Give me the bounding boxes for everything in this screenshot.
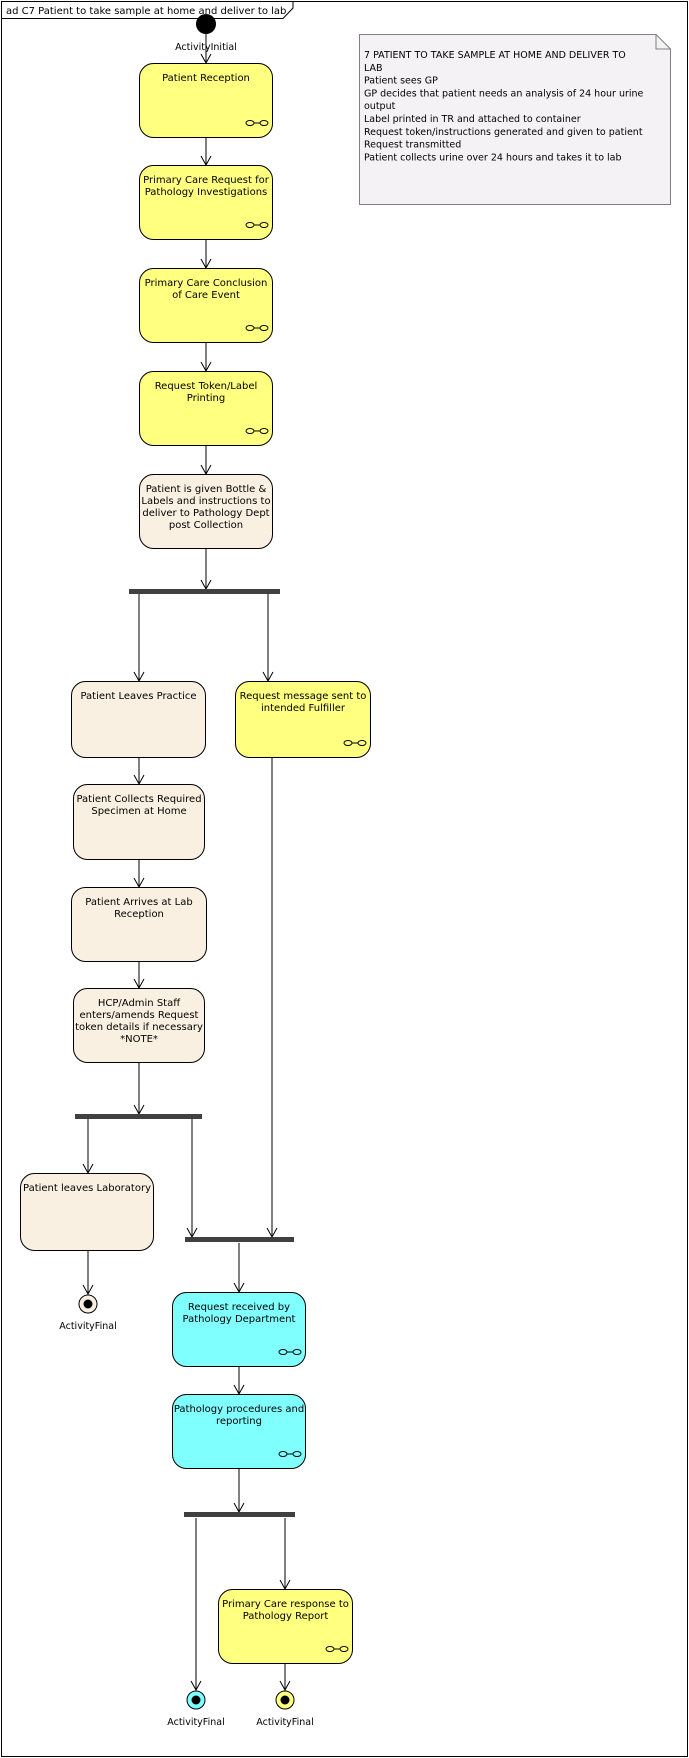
activity-label: Printing (187, 393, 225, 404)
activity-a5[interactable]: Patient is given Bottle &Labels and inst… (139, 474, 273, 549)
activity-label: Reception (114, 909, 164, 920)
note-line: Request token/instructions generated and… (364, 127, 643, 138)
activity-a1[interactable]: Patient Reception (139, 63, 273, 138)
activity-label: intended Fulfiller (261, 703, 346, 714)
final-node-dot (280, 1695, 290, 1705)
activity-label: Primary Care Conclusion (145, 278, 268, 289)
final-node-dot (83, 1299, 93, 1309)
final-node-dot (191, 1695, 201, 1705)
note-line: 7 PATIENT TO TAKE SAMPLE AT HOME AND DEL… (364, 50, 626, 61)
note-line: Patient collects urine over 24 hours and… (364, 152, 622, 163)
note-fold (655, 34, 671, 50)
activity-box (172, 1292, 306, 1367)
activity-label: of Care Event (172, 290, 240, 301)
activity-label: *NOTE* (120, 1034, 158, 1045)
activity-label: Pathology Report (243, 1611, 329, 1622)
activity-label: Patient is given Bottle & (146, 484, 267, 495)
activity-label: Labels and instructions to (141, 496, 270, 507)
subactivity-icon (245, 428, 269, 434)
activity-label: Patient Leaves Practice (80, 691, 196, 702)
fork-bar (129, 589, 280, 594)
activity-label: post Collection (169, 520, 243, 531)
note: 7 PATIENT TO TAKE SAMPLE AT HOME AND DEL… (359, 34, 671, 205)
activity-label: HCP/Admin Staff (98, 998, 181, 1009)
subactivity-icon (325, 1646, 349, 1652)
activity-a11[interactable]: Patient leaves Laboratory (20, 1173, 154, 1251)
activity-box (71, 681, 206, 758)
frame-title-tab (1, 1, 294, 19)
final-node-f3: ActivityFinal (256, 1690, 314, 1728)
subactivity-icon (278, 1349, 302, 1355)
note-line: Label printed in TR and attached to cont… (364, 114, 581, 125)
initial-node (196, 14, 216, 34)
activity-box (71, 887, 207, 962)
note-line: Patient sees GP (364, 76, 438, 87)
subactivity-icon (245, 120, 269, 126)
activity-label: Request received by (188, 1302, 290, 1313)
activity-box (235, 681, 371, 758)
note-shape (359, 34, 671, 205)
frame-title: ad C7 Patient to take sample at home and… (6, 6, 286, 17)
activity-label: Patient leaves Laboratory (23, 1183, 151, 1194)
activity-label: Primary Care response to (222, 1599, 349, 1610)
activity-a6[interactable]: Patient Leaves Practice (71, 681, 206, 758)
subactivity-icon (245, 222, 269, 228)
activity-label: Patient Collects Required (76, 794, 201, 805)
final-node-f1: ActivityFinal (59, 1294, 117, 1332)
activity-box (218, 1589, 353, 1664)
activity-box (139, 474, 273, 549)
activity-box (73, 784, 205, 860)
activity-label: Pathology Department (183, 1314, 296, 1325)
final-node-f2: ActivityFinal (167, 1690, 225, 1728)
fork-bar (184, 1512, 295, 1517)
subactivity-icon (245, 325, 269, 331)
activity-label: Patient Arrives at Lab (85, 897, 192, 908)
final-label: ActivityFinal (167, 1717, 224, 1728)
control-flows (82, 34, 291, 1692)
final-label: ActivityFinal (256, 1717, 313, 1728)
activity-label: Patient Reception (162, 73, 250, 84)
activity-box (139, 63, 273, 138)
activity-label: Pathology procedures and (174, 1404, 304, 1415)
activity-box (139, 165, 273, 240)
fork-bar (75, 1114, 202, 1119)
join-bar (185, 1237, 294, 1242)
activity-label: enters/amends Request (80, 1010, 199, 1021)
activity-label: reporting (216, 1416, 262, 1427)
note-line: LAB (364, 63, 383, 74)
activity-label: Request message sent to (240, 691, 367, 702)
note-line: output (364, 101, 396, 112)
activity-label: deliver to Pathology Dept (142, 508, 269, 519)
activity-box (139, 268, 273, 343)
activity-label: Pathology Investigations (145, 187, 268, 198)
activity-box (172, 1394, 306, 1469)
activity-label: Primary Care Request for (143, 175, 270, 186)
note-line: GP decides that patient needs an analysi… (364, 88, 644, 99)
activity-label: Request Token/Label (155, 381, 258, 392)
subactivity-icon (343, 740, 367, 746)
activity-box (139, 371, 273, 446)
activity-box (73, 988, 205, 1063)
activity-label: token details if necessary (75, 1022, 203, 1033)
note-line: Request transmitted (364, 140, 461, 151)
activity-label: Specimen at Home (91, 806, 186, 817)
final-label: ActivityFinal (59, 1321, 116, 1332)
activity-box (20, 1173, 154, 1251)
subactivity-icon (278, 1451, 302, 1457)
